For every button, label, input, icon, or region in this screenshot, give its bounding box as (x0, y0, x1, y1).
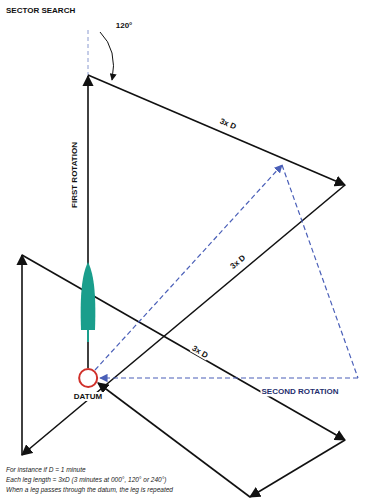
second-rotation-leg (282, 165, 358, 378)
leg-length: 3x D (218, 116, 239, 132)
diagram-title: SECTOR SEARCH (6, 6, 75, 15)
fifth-leg (22, 255, 345, 440)
rotation-label: FIRST ROTATION (70, 141, 79, 209)
datum-label: DATUM (72, 392, 104, 401)
angle-label: 120° (115, 21, 134, 30)
second-rotation-leg (100, 377, 358, 378)
sixth-leg (250, 440, 345, 497)
second-leg (88, 75, 345, 185)
datum-circle (79, 369, 97, 387)
fourth-leg (21, 255, 23, 455)
note-line: For instance if D = 1 minute (6, 466, 86, 473)
boat-symbol (81, 262, 96, 342)
third-leg (22, 185, 345, 455)
datum-marker: DATUM (72, 366, 104, 401)
second-rotation-leg (95, 165, 282, 370)
second-rotation (95, 165, 358, 378)
datum-circle (72, 366, 104, 390)
leg-length: 3x D (190, 343, 211, 360)
north-reference (88, 30, 89, 75)
angle-arrow (100, 32, 114, 80)
search-legs (22, 30, 345, 497)
note-line: Each leg length = 3xD (3 minutes at 000°… (6, 476, 166, 483)
rotation-label: SECOND ROTATION (260, 387, 339, 396)
note-line: When a leg passes through the datum, the… (6, 486, 173, 493)
